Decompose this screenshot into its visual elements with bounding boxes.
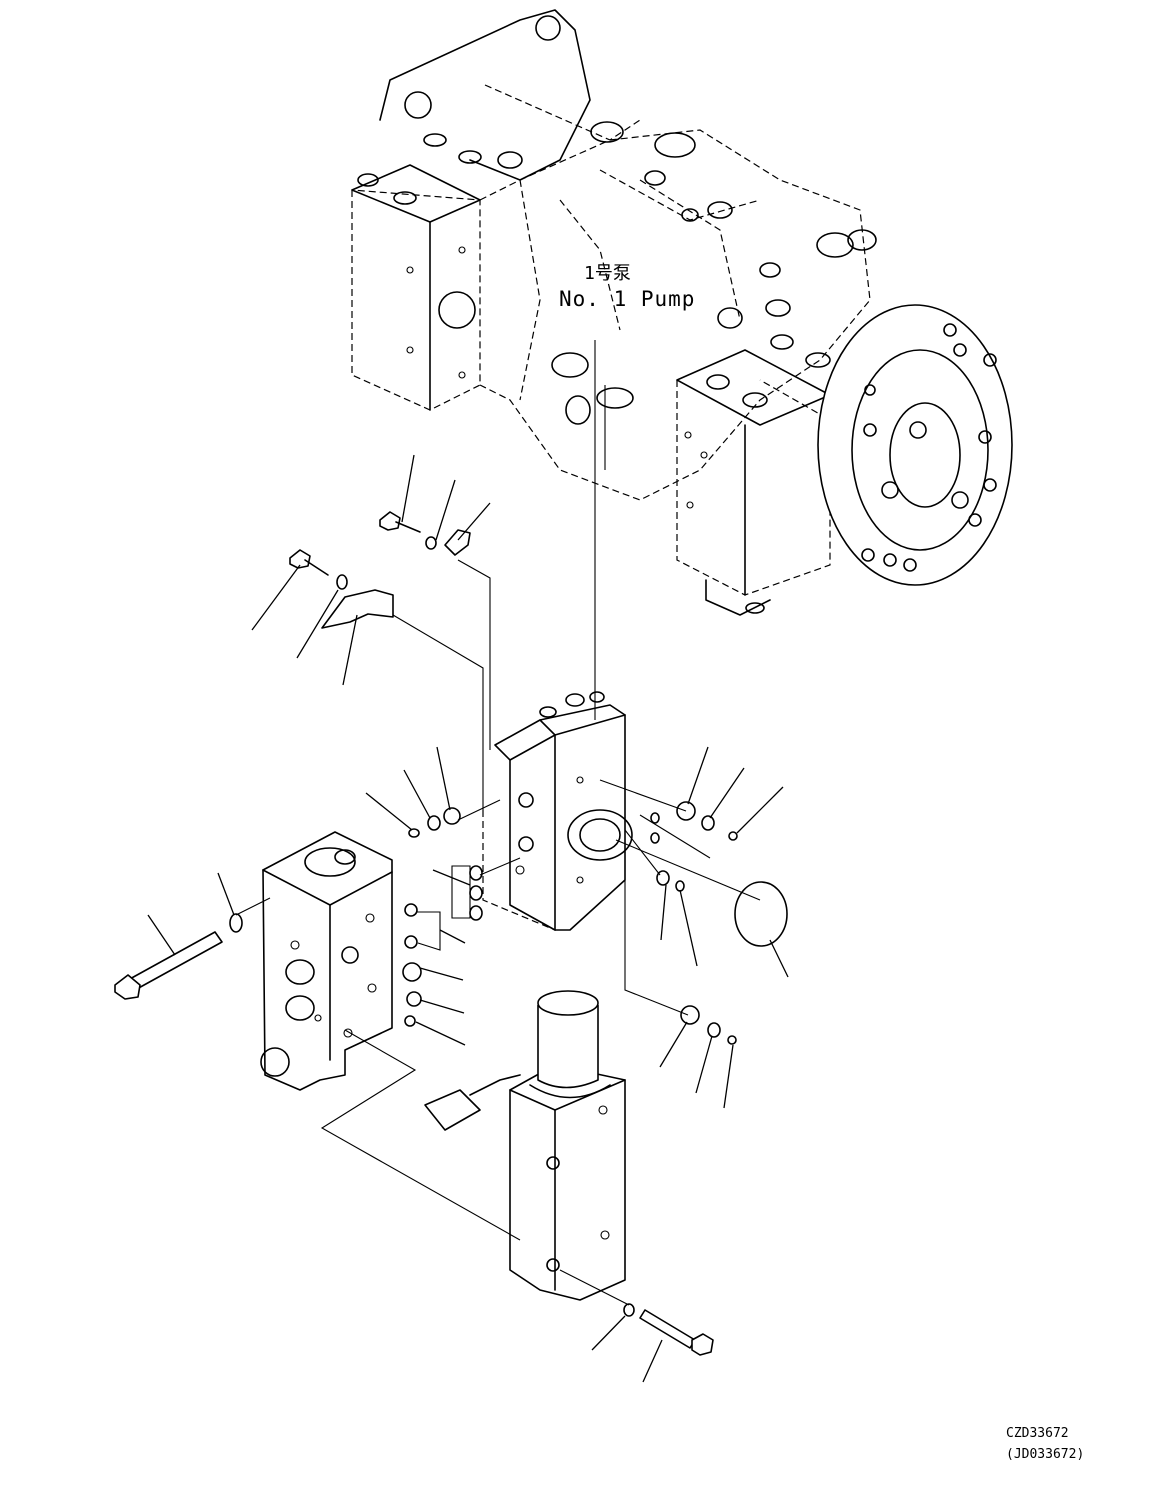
drawing-code: CZD33672 [1006,1426,1069,1441]
left-valve-block [260,831,393,1091]
control-valve-block [482,691,633,931]
connection-lines [235,340,761,1306]
pump-label-en: No. 1 Pump [559,287,696,311]
drawing-code-alt: (JD033672) [1006,1447,1085,1462]
pump-label-jp: 1号泵 [584,263,631,284]
leader-lines [147,454,789,1383]
pump-assembly [351,9,1013,616]
solenoid-valve [424,990,626,1301]
hardware-parts [114,511,788,1356]
